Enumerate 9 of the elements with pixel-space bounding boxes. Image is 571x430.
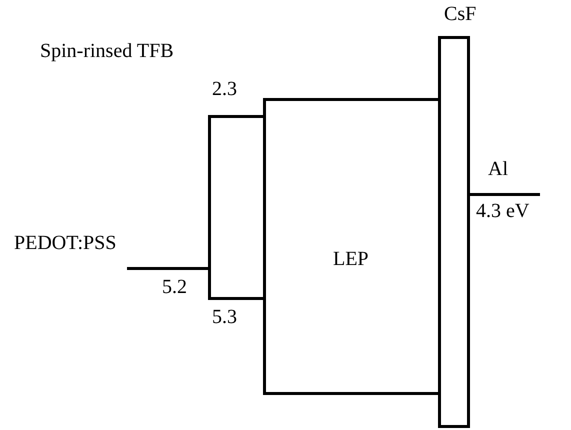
layer-label: PEDOT:PSS: [14, 232, 116, 254]
layer-heading: Spin-rinsed TFB: [40, 40, 174, 62]
layer-label: Al: [488, 158, 508, 180]
energy-value: 2.3: [212, 78, 237, 100]
energy-value: 5.2: [162, 276, 187, 298]
energy-value: 5.3: [212, 306, 237, 328]
layer-label: LEP: [333, 248, 369, 270]
energy-value: 4.3 eV: [476, 200, 530, 222]
layer-label: CsF: [444, 3, 476, 25]
